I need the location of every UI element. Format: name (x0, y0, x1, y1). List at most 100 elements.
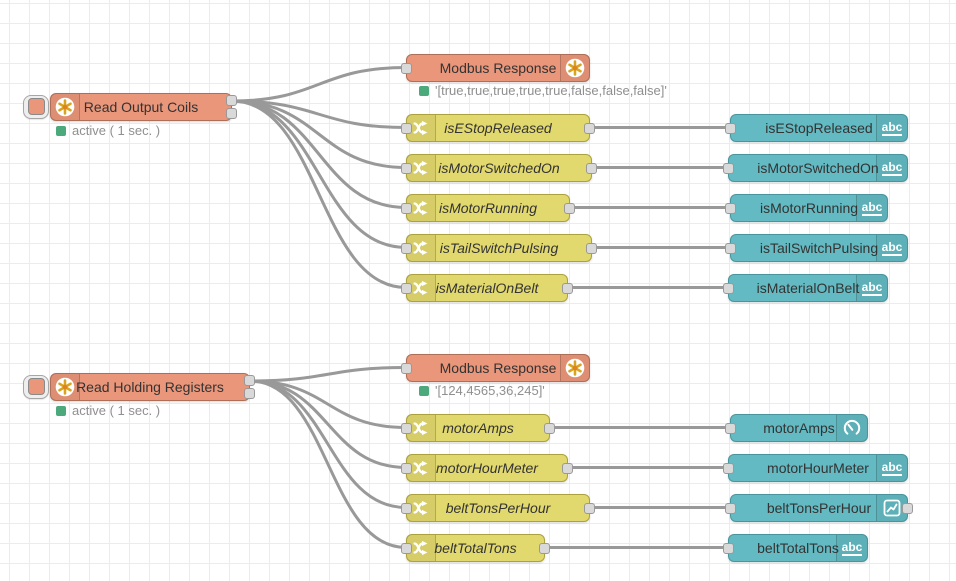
wire[interactable] (248, 379, 408, 429)
output-port-1[interactable] (244, 375, 255, 386)
node-ui-text-ismotorswitchedon[interactable]: abc isMotorSwitchedOn (723, 154, 908, 182)
node-modbus-read-holding-registers[interactable]: Read Holding Registers (23, 373, 255, 401)
abc-icon: abc (876, 455, 907, 481)
input-port[interactable] (401, 422, 412, 434)
input-port[interactable] (401, 542, 412, 554)
line-chart-icon (876, 495, 907, 521)
input-port[interactable] (725, 422, 736, 434)
output-port[interactable] (586, 162, 597, 174)
node-label: isEStopReleased (765, 120, 873, 136)
wire[interactable] (230, 99, 408, 209)
output-port[interactable] (544, 422, 555, 434)
input-port[interactable] (401, 242, 412, 254)
input-port[interactable] (401, 362, 412, 374)
node-ui-text-isestopreleased[interactable]: abc isEStopReleased (725, 114, 908, 142)
node-change-ismotorrunning[interactable]: isMotorRunning (401, 194, 575, 222)
node-change-isestopreleased[interactable]: isEStopReleased (401, 114, 595, 142)
input-port[interactable] (723, 462, 734, 474)
node-modbus-response-1[interactable]: Modbus Response (401, 54, 590, 82)
abc-icon: abc (836, 535, 867, 561)
node-modbus-read-output-coils[interactable]: Read Output Coils (23, 93, 237, 121)
modbus-icon (560, 55, 589, 81)
node-label: isMotorRunning (759, 200, 859, 216)
node-ui-text-ismotorrunning[interactable]: abc isMotorRunning (725, 194, 888, 222)
input-port[interactable] (723, 282, 734, 294)
inject-button[interactable] (23, 374, 49, 399)
node-label: Modbus Response (439, 360, 557, 376)
node-label: beltTonsPerHour (445, 500, 551, 516)
abc-icon: abc (876, 115, 907, 141)
output-port-2[interactable] (244, 388, 255, 399)
output-port[interactable] (539, 542, 550, 554)
node-ui-text-belttotaltons[interactable]: abc beltTotalTons (723, 534, 868, 562)
node-change-ismotorswitchedon[interactable]: isMotorSwitchedOn (401, 154, 597, 182)
input-port[interactable] (725, 202, 736, 214)
output-port[interactable] (584, 122, 595, 134)
output-port[interactable] (562, 282, 573, 294)
node-change-motoramps[interactable]: motorAmps (401, 414, 555, 442)
node-label: Read Holding Registers (76, 379, 224, 395)
wire[interactable] (230, 99, 408, 169)
wire[interactable] (248, 379, 408, 469)
input-port[interactable] (725, 502, 736, 514)
status-dot (56, 405, 66, 416)
input-port[interactable] (401, 122, 412, 134)
node-modbus-response-2[interactable]: Modbus Response (401, 354, 590, 382)
input-port[interactable] (723, 162, 734, 174)
abc-icon: abc (876, 155, 907, 181)
node-ui-text-motorhourmeter[interactable]: abc motorHourMeter (723, 454, 908, 482)
input-port[interactable] (725, 242, 736, 254)
wire[interactable] (230, 99, 408, 289)
node-ui-gauge-motoramps[interactable]: motorAmps (725, 414, 868, 442)
output-port[interactable] (586, 242, 597, 254)
input-port[interactable] (401, 282, 412, 294)
node-ui-text-ismaterialonbelt[interactable]: abc isMaterialOnBelt (723, 274, 888, 302)
input-port[interactable] (725, 122, 736, 134)
node-ui-chart-belttonsperhour[interactable]: beltTonsPerHour (725, 494, 913, 522)
node-label: isTailSwitchPulsing (759, 240, 879, 256)
wire[interactable] (230, 66, 408, 103)
output-port[interactable] (902, 502, 913, 514)
input-port[interactable] (723, 542, 734, 554)
node-change-istailswitchpulsing[interactable]: isTailSwitchPulsing (401, 234, 597, 262)
node-change-ismaterialonbelt[interactable]: isMaterialOnBelt (401, 274, 573, 302)
input-port[interactable] (401, 502, 412, 514)
node-change-belttotaltons[interactable]: beltTotalTons (401, 534, 550, 562)
node-label: Read Output Coils (83, 99, 199, 115)
input-port[interactable] (401, 62, 412, 74)
wire[interactable] (230, 99, 408, 249)
gauge-icon (836, 415, 867, 441)
inject-button[interactable] (23, 94, 49, 119)
output-port-1[interactable] (226, 95, 237, 106)
abc-icon: abc (856, 275, 887, 301)
status-dot (56, 125, 66, 136)
status-text: '[true,true,true,true,true,false,false,f… (435, 83, 667, 98)
node-ui-text-istailswitchpulsing[interactable]: abc isTailSwitchPulsing (725, 234, 908, 262)
output-port[interactable] (564, 202, 575, 214)
input-port[interactable] (401, 162, 412, 174)
wire[interactable] (230, 99, 408, 129)
node-change-belttonsperhour[interactable]: beltTonsPerHour (401, 494, 595, 522)
node-label: beltTonsPerHour (766, 500, 872, 516)
input-port[interactable] (401, 202, 412, 214)
status-text: active ( 1 sec. ) (72, 403, 161, 418)
modbus-icon (560, 355, 589, 381)
wire[interactable] (248, 366, 408, 383)
input-port[interactable] (401, 462, 412, 474)
output-port[interactable] (584, 502, 595, 514)
node-change-motorhourmeter[interactable]: motorHourMeter (401, 454, 573, 482)
wire[interactable] (248, 379, 408, 509)
node-label: isMaterialOnBelt (435, 280, 539, 296)
node-label: isMotorRunning (438, 200, 538, 216)
node-label: isMotorSwitchedOn (757, 160, 879, 176)
node-label: motorHourMeter (767, 460, 869, 476)
status-text: active ( 1 sec. ) (72, 123, 161, 138)
inject-button-face (27, 378, 45, 395)
output-port-2[interactable] (226, 108, 237, 119)
wire[interactable] (248, 379, 408, 549)
output-port[interactable] (562, 462, 573, 474)
node-status: active ( 1 sec. ) (56, 403, 160, 418)
node-label: motorAmps (763, 420, 835, 436)
